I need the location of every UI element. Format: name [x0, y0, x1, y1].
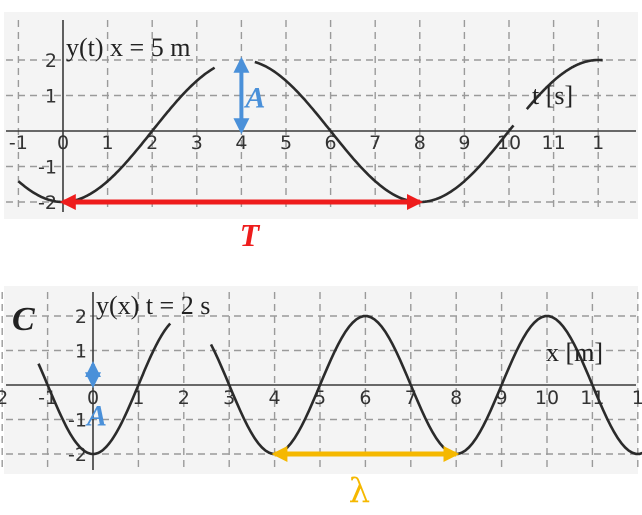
time-plot-annotations: AT — [59, 56, 423, 253]
x-tick-label: 4 — [235, 132, 247, 154]
x-tick-label: 2 — [178, 387, 190, 409]
panel-letter: C — [12, 301, 35, 338]
x-tick-label: 2 — [0, 387, 8, 409]
x-tick-label: 0 — [57, 132, 69, 154]
x-tick-label: 7 — [369, 132, 381, 154]
period-label: T — [240, 217, 261, 253]
x-tick-label: 11 — [580, 387, 604, 409]
time-plot-title: y(t) x = 5 m — [66, 33, 190, 62]
y-tick-label: -2 — [68, 444, 87, 466]
amplitude-label: A — [85, 400, 107, 433]
y-tick-label: 2 — [45, 50, 57, 72]
y-tick-label: 1 — [75, 341, 87, 363]
x-tick-label: 6 — [325, 132, 337, 154]
space-plot-title: y(x) t = 2 s — [96, 291, 210, 320]
wavelength-label: λ — [349, 471, 371, 511]
x-tick-label: 1 — [102, 132, 114, 154]
x-tick-label: 11 — [542, 132, 566, 154]
time-plot-y-ticks: 21-1-2 — [38, 50, 57, 214]
x-tick-label: 3 — [191, 132, 203, 154]
x-tick-label: -1 — [9, 132, 28, 154]
y-tick-label: -1 — [38, 157, 57, 179]
x-tick-label: 6 — [359, 387, 371, 409]
time-plot-x-axis-title: t [s] — [532, 81, 573, 110]
x-tick-label: 0 — [87, 387, 99, 409]
space-plot-annotations: Aλ — [85, 361, 460, 511]
space-plot-x-axis-title: x [m] — [546, 338, 603, 367]
space-plot-grid — [1, 292, 639, 470]
x-tick-label: 9 — [458, 132, 470, 154]
wave-curve-segment — [254, 60, 515, 204]
x-tick-label: 8 — [450, 387, 462, 409]
x-tick-label: 8 — [414, 132, 426, 154]
wave-curve-segment — [37, 322, 172, 456]
y-tick-label: 2 — [75, 306, 87, 328]
x-tick-label: 2 — [146, 132, 158, 154]
time-plot-curve — [17, 58, 603, 204]
y-tick-label: 1 — [45, 86, 57, 108]
x-tick-label: 10 — [535, 387, 559, 409]
x-tick-label: 5 — [280, 132, 292, 154]
y-tick-label: -1 — [68, 410, 87, 432]
time-plot-background — [4, 12, 638, 219]
x-tick-label: 4 — [269, 387, 281, 409]
wave-curve-segment — [17, 66, 216, 204]
wave-curve-segment — [525, 58, 603, 110]
x-tick-label: 1 — [592, 132, 604, 154]
x-tick-label: -1 — [38, 387, 57, 409]
amplitude-label: A — [243, 82, 265, 115]
x-tick-label: 1 — [632, 387, 642, 409]
space-plot-y-ticks: 2 1 -1 -2 — [68, 306, 87, 466]
